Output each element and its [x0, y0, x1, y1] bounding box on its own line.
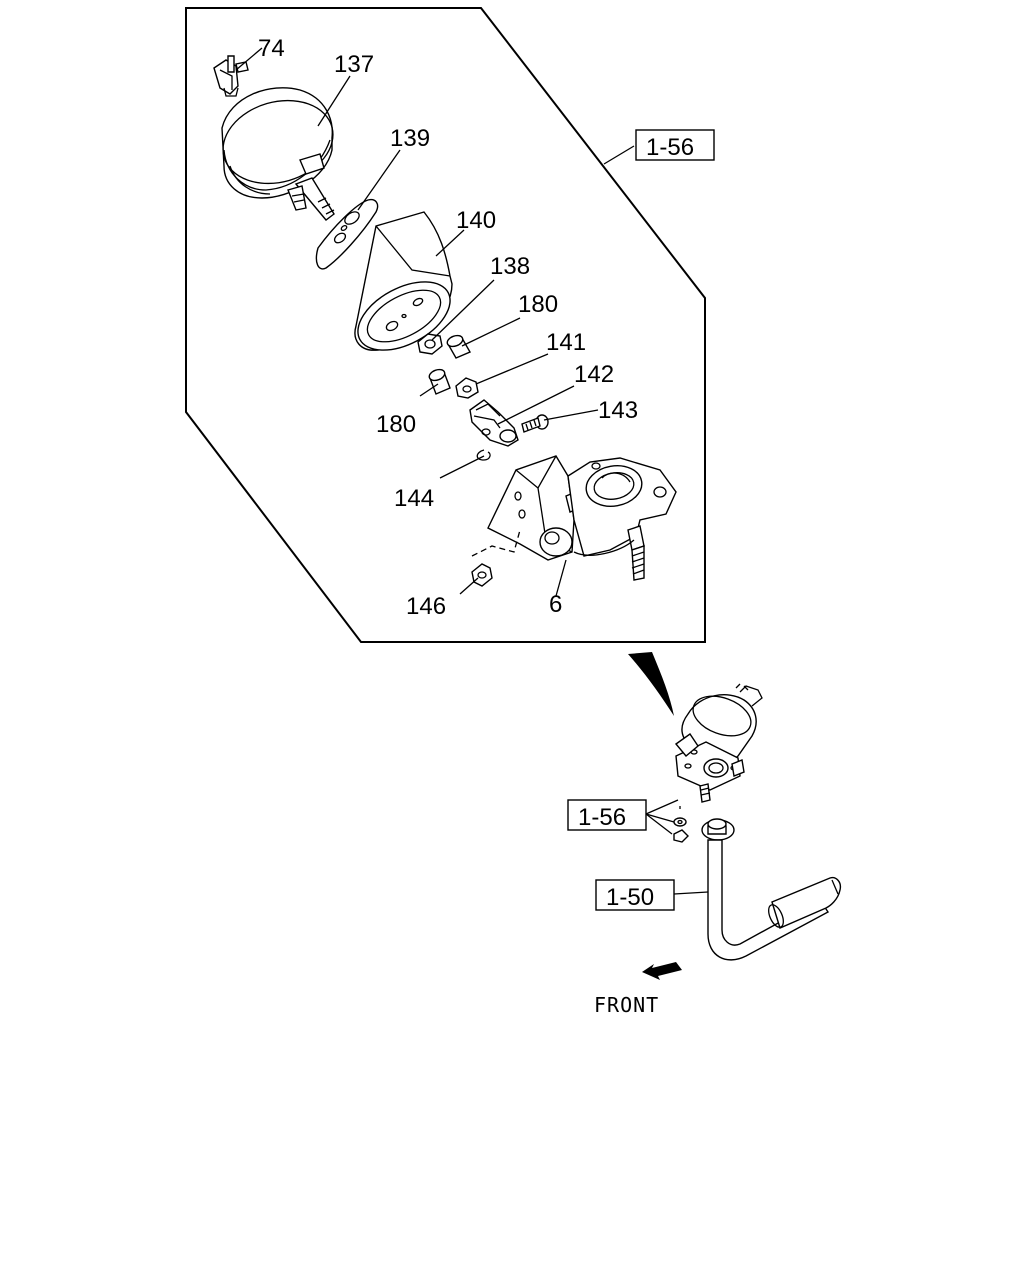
reference-label-top: 1-56	[646, 134, 694, 161]
overview-assembly	[673, 683, 842, 961]
label-139: 139	[390, 125, 430, 152]
part-146-nut	[471, 563, 493, 587]
part-138-nut	[417, 333, 443, 355]
label-146: 146	[406, 593, 446, 620]
label-144: 144	[394, 485, 434, 512]
reference-label-mid: 1-56	[578, 804, 626, 831]
part-6-base-assembly	[487, 455, 677, 581]
leader-lines	[235, 47, 635, 597]
part-180-bushing-lower	[428, 368, 451, 395]
part-137-diaphragm-housing	[221, 87, 335, 221]
part-142-lever	[469, 399, 519, 447]
reference-box-pipe: 1-50	[595, 879, 709, 911]
reference-box-top: 1-56	[635, 129, 715, 161]
label-141: 141	[546, 329, 586, 356]
part-144-clip	[476, 449, 491, 461]
label-137: 137	[334, 51, 374, 78]
label-143: 143	[598, 397, 638, 424]
front-label: FRONT	[594, 993, 659, 1017]
part-143-bolt	[521, 414, 549, 433]
part-140-bracket	[354, 211, 453, 351]
detail-pointer-arrow	[628, 652, 674, 716]
label-74: 74	[258, 35, 285, 62]
label-142: 142	[574, 361, 614, 388]
label-180-upper: 180	[518, 291, 558, 318]
front-direction-arrow	[642, 962, 682, 980]
part-74-connector	[213, 55, 249, 97]
label-140: 140	[456, 207, 496, 234]
assembly-guides	[471, 529, 521, 557]
detail-frame	[185, 7, 706, 643]
part-139-gasket	[315, 198, 379, 270]
part-180-bushing-upper	[446, 334, 471, 359]
reference-label-pipe: 1-50	[606, 884, 654, 911]
label-138: 138	[490, 253, 530, 280]
part-number-labels: 74 137 139 140 138 180 141 142 143 180 1…	[258, 35, 638, 620]
reference-box-mid: 1-56	[567, 799, 679, 835]
label-6: 6	[549, 591, 562, 618]
part-141-nut	[455, 377, 479, 399]
label-180-lower: 180	[376, 411, 416, 438]
